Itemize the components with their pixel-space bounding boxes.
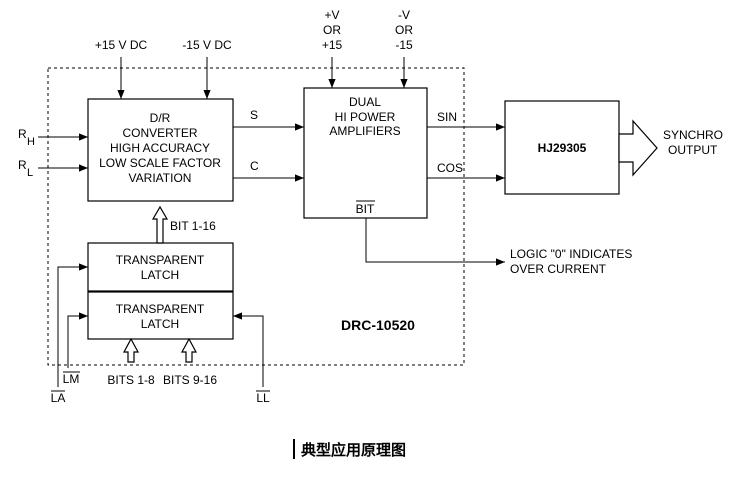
bits-9-16-arrow [180, 337, 198, 363]
dr-converter-line-5: VARIATION [129, 171, 192, 185]
bits-9-16-label: BITS 9-16 [163, 373, 217, 387]
rl-label: R [18, 158, 27, 172]
dr-converter-line-3: HIGH ACCURACY [110, 141, 210, 155]
power-amp-line-3: AMPLIFIERS [329, 124, 400, 138]
lm-wire [67, 312, 88, 368]
ll-label: LL [256, 391, 270, 405]
amp-pos-line-3: +15 [322, 38, 343, 52]
synchro-output-arrow [618, 119, 658, 177]
latch-lower-line-2: LATCH [141, 317, 179, 331]
ll-wire [233, 312, 264, 387]
latch-lower-line-1: TRANSPARENT [116, 302, 205, 316]
bits-1-8-arrow [122, 337, 140, 363]
module-label: DRC-10520 [341, 317, 415, 333]
rh-subscript: H [27, 136, 35, 148]
c-label: C [250, 159, 259, 173]
module-boundary [47, 67, 465, 366]
power-amplifier-block: DUAL HI POWER AMPLIFIERS BIT [303, 87, 428, 219]
caption-bar [293, 439, 295, 459]
logic-note-line-1: LOGIC "0" INDICATES [510, 247, 632, 261]
dr-converter-block: D/R CONVERTER HIGH ACCURACY LOW SCALE FA… [87, 98, 234, 202]
latch-upper-block: TRANSPARENT LATCH [87, 242, 234, 292]
latch-upper-line-1: TRANSPARENT [116, 253, 205, 267]
synchro-output-line-2: OUTPUT [668, 143, 718, 157]
dr-converter-line-1: D/R [150, 111, 171, 125]
power-amp-line-2: HI POWER [335, 110, 396, 124]
rh-label: R [18, 127, 27, 141]
bit-bus-arrow [151, 205, 169, 244]
amp-neg-line-2: OR [395, 23, 413, 37]
la-label: LA [51, 391, 66, 405]
amp-pos-line-2: OR [323, 23, 341, 37]
la-wire [57, 263, 88, 387]
neg-dc-label: -15 V DC [182, 38, 232, 52]
latch-lower-block: TRANSPARENT LATCH [87, 291, 234, 340]
rl-subscript: L [27, 167, 33, 179]
latch-upper-line-2: LATCH [141, 268, 179, 282]
power-amp-line-1: DUAL [349, 95, 381, 109]
amp-neg-line-3: -15 [395, 38, 413, 52]
hj29305-label: HJ29305 [538, 141, 587, 155]
bit-bus-label: BIT 1-16 [170, 219, 216, 233]
figure-caption: 典型应用原理图 [301, 441, 406, 459]
hj29305-block: HJ29305 [504, 100, 620, 195]
s-label: S [250, 108, 258, 122]
dr-converter-line-4: LOW SCALE FACTOR [99, 156, 221, 170]
bit-output-label: BIT [356, 202, 375, 216]
lm-label: LM [63, 372, 80, 386]
cos-label: COS [437, 161, 463, 175]
bit-output-wire [365, 218, 505, 266]
synchro-output-line-1: SYNCHRO [663, 128, 723, 142]
amp-neg-line-1: -V [398, 8, 410, 22]
logic-note-line-2: OVER CURRENT [510, 262, 607, 276]
dr-converter-line-2: CONVERTER [122, 126, 197, 140]
bits-1-8-label: BITS 1-8 [107, 373, 155, 387]
amp-pos-line-1: +V [324, 8, 339, 22]
pos-dc-label: +15 V DC [95, 38, 148, 52]
sin-label: SIN [437, 110, 457, 124]
